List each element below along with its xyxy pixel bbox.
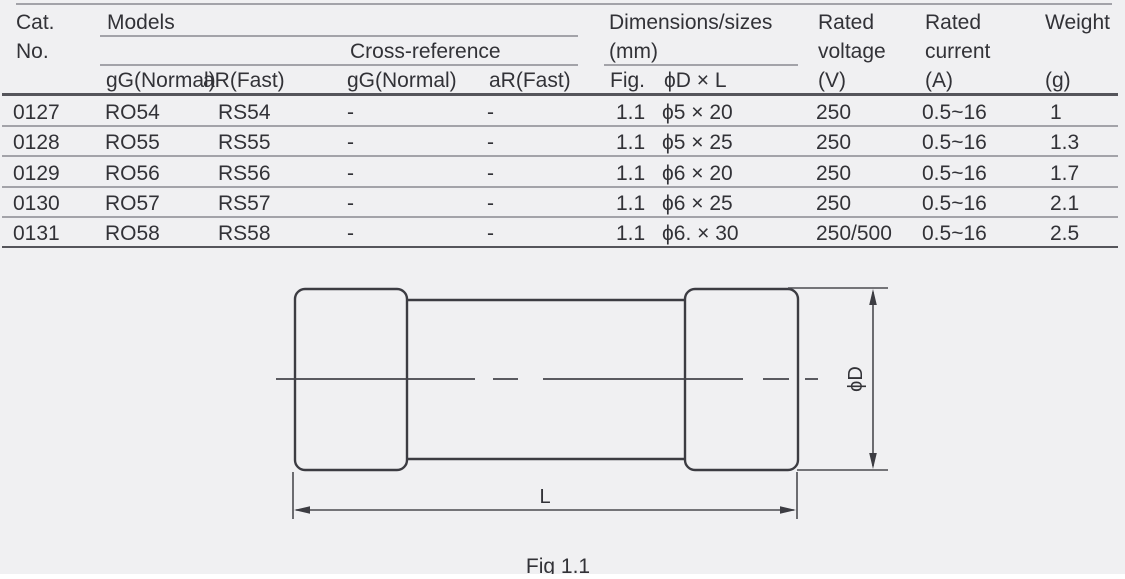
xref-ar: - bbox=[487, 222, 494, 245]
rated-current: 0.5~16 bbox=[922, 222, 987, 245]
header-no: No. bbox=[16, 40, 49, 63]
header-fig: Fig. bbox=[610, 69, 646, 92]
header-current: current bbox=[925, 40, 991, 63]
l-arrow-left bbox=[294, 506, 310, 514]
header-current-unit: (A) bbox=[925, 69, 953, 92]
xref-gg: - bbox=[347, 101, 354, 124]
rated-current: 0.5~16 bbox=[922, 192, 987, 215]
header-rated-current: Rated bbox=[925, 11, 982, 34]
l-arrow-right bbox=[780, 506, 796, 514]
header-xref-ar: aR(Fast) bbox=[489, 69, 571, 92]
rated-voltage: 250 bbox=[816, 162, 852, 185]
l-dimension bbox=[292, 472, 798, 519]
header-voltage-unit: (V) bbox=[818, 69, 846, 92]
fig-ref: 1.1 bbox=[616, 101, 646, 124]
rated-voltage: 250/500 bbox=[816, 222, 892, 245]
phi-d-arrow-down bbox=[869, 453, 877, 469]
spec-table: Cat. Models Dimensions/sizes Rated Rated… bbox=[0, 0, 1125, 260]
row-rule-4 bbox=[2, 216, 1118, 218]
fig-ref: 1.1 bbox=[616, 131, 646, 154]
xref-gg: - bbox=[347, 222, 354, 245]
dimensions: ϕ6 × 25 bbox=[662, 192, 733, 215]
cat-no: 0130 bbox=[13, 192, 60, 215]
model-gg: RO54 bbox=[105, 101, 160, 124]
rated-voltage: 250 bbox=[816, 131, 852, 154]
dimensions: ϕ6 × 20 bbox=[662, 162, 733, 185]
fuse-diagram: ϕD L Fig 1.1 bbox=[276, 287, 888, 578]
xref-ar: - bbox=[487, 131, 494, 154]
dimensions: ϕ5 × 20 bbox=[662, 101, 733, 124]
xref-ar: - bbox=[487, 101, 494, 124]
header-rated-voltage: Rated bbox=[818, 11, 875, 34]
header-voltage: voltage bbox=[818, 40, 886, 63]
xref-gg: - bbox=[347, 162, 354, 185]
phi-d-arrow-up bbox=[869, 289, 877, 305]
header-weight-unit: (g) bbox=[1045, 69, 1071, 92]
weight: 2.1 bbox=[1050, 192, 1080, 215]
header-models: Models bbox=[107, 11, 175, 34]
dimensions: ϕ6. × 30 bbox=[662, 222, 739, 245]
cat-no: 0131 bbox=[13, 222, 60, 245]
row-rule-2 bbox=[2, 155, 1118, 157]
phi-d-label: ϕD bbox=[845, 366, 867, 392]
xref-gg: - bbox=[347, 131, 354, 154]
dimensions: ϕ5 × 25 bbox=[662, 131, 733, 154]
cat-no: 0129 bbox=[13, 162, 60, 185]
header-xref-gg: gG(Normal) bbox=[347, 69, 457, 92]
figure-caption: Fig 1.1 bbox=[526, 555, 590, 578]
cat-no: 0128 bbox=[13, 131, 60, 154]
header-models-ar: aR(Fast) bbox=[203, 69, 285, 92]
weight: 1.3 bbox=[1050, 131, 1080, 154]
fig-ref: 1.1 bbox=[616, 192, 646, 215]
model-ar: RS57 bbox=[218, 192, 271, 215]
dimensions-group-rule bbox=[604, 64, 798, 66]
model-gg: RO57 bbox=[105, 192, 160, 215]
model-ar: RS56 bbox=[218, 162, 271, 185]
model-gg: RO58 bbox=[105, 222, 160, 245]
header-cat: Cat. bbox=[16, 11, 55, 34]
bottom-white-strip bbox=[0, 574, 1125, 579]
fig-ref: 1.1 bbox=[616, 222, 646, 245]
phi-d-dimension bbox=[788, 287, 888, 471]
header-weight: Weight bbox=[1045, 11, 1110, 34]
header-dimensions: Dimensions/sizes bbox=[609, 11, 773, 34]
xref-ar: - bbox=[487, 192, 494, 215]
rated-current: 0.5~16 bbox=[922, 162, 987, 185]
rated-voltage: 250 bbox=[816, 101, 852, 124]
table-bottom-rule bbox=[2, 246, 1118, 248]
rated-current: 0.5~16 bbox=[922, 131, 987, 154]
fig-ref: 1.1 bbox=[616, 162, 646, 185]
rated-current: 0.5~16 bbox=[922, 101, 987, 124]
header-mm: (mm) bbox=[609, 40, 658, 63]
rated-voltage: 250 bbox=[816, 192, 852, 215]
xref-ar: - bbox=[487, 162, 494, 185]
l-label: L bbox=[539, 486, 550, 508]
header-cross-reference: Cross-reference bbox=[350, 40, 501, 63]
model-ar: RS58 bbox=[218, 222, 271, 245]
model-gg: RO55 bbox=[105, 131, 160, 154]
xref-gg: - bbox=[347, 192, 354, 215]
model-ar: RS54 bbox=[218, 101, 271, 124]
weight: 2.5 bbox=[1050, 222, 1080, 245]
header-models-gg: gG(Normal) bbox=[106, 69, 216, 92]
cat-no: 0127 bbox=[13, 101, 60, 124]
weight: 1.7 bbox=[1050, 162, 1080, 185]
row-rule-3 bbox=[2, 186, 1118, 188]
table-top-rule bbox=[16, 3, 1112, 5]
model-gg: RO56 bbox=[105, 162, 160, 185]
models-group-rule bbox=[100, 35, 578, 37]
row-rule-1 bbox=[2, 125, 1118, 127]
header-dxl: ϕD × L bbox=[664, 69, 727, 92]
model-ar: RS55 bbox=[218, 131, 271, 154]
crossref-group-rule bbox=[100, 64, 578, 66]
header-bottom-rule bbox=[2, 93, 1118, 96]
weight: 1 bbox=[1050, 101, 1062, 124]
